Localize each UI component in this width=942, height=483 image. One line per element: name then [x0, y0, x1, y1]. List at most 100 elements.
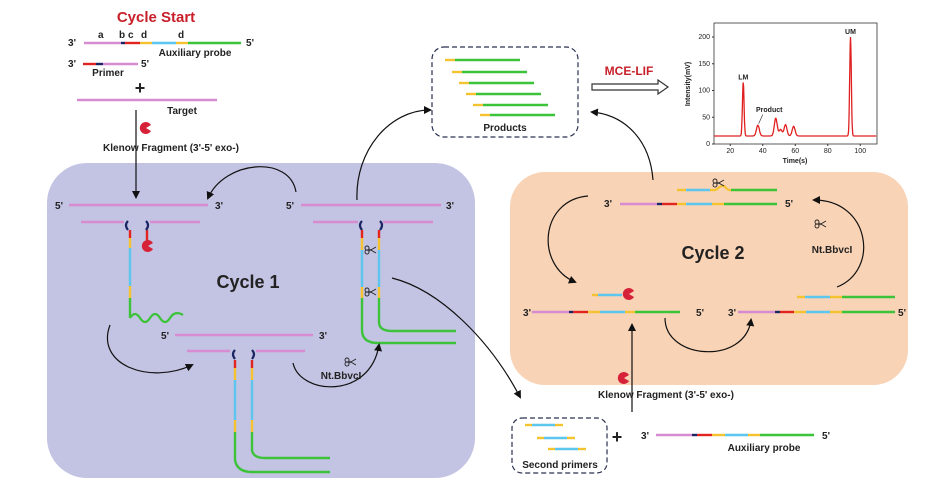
scissors-blade — [368, 246, 377, 254]
reaction-arrows — [107, 78, 865, 412]
three-prime-label: 3' — [215, 201, 223, 212]
products-label: Products — [483, 123, 527, 134]
detection-arrow — [591, 78, 670, 96]
arrow-cycle2-left — [547, 195, 589, 284]
strand-end-labels: 3'5'3'5'5'3'5'3'5'3'3'5'3'5'3'5'3'5' — [55, 38, 906, 442]
peak-label: Product — [756, 107, 783, 114]
arrow-cycle2-bottom — [664, 317, 755, 353]
hairpin-hook — [358, 220, 363, 231]
five-prime-label: 5' — [161, 331, 169, 342]
x-tick-label: 20 — [726, 148, 734, 155]
target-label: Target — [167, 106, 197, 117]
arrow-cycle1-top — [206, 166, 297, 200]
products-box — [431, 46, 579, 138]
scissors-icon — [364, 287, 377, 297]
electropherogram-chart: 20 40 60 80 100 0 50 100 150 200 Time(s) Intensit… — [685, 22, 878, 165]
five-prime-label: 5' — [822, 431, 830, 442]
y-tick-label: 50 — [702, 114, 710, 121]
three-prime-label: 3' — [641, 431, 649, 442]
klenow-enzyme-icon — [141, 240, 153, 252]
scissors-icon — [344, 357, 357, 367]
cycle2-enzyme-label: Nt.BbvcI — [812, 245, 853, 256]
chart-xlabel: Time(s) — [783, 158, 808, 165]
arrow-cycle1-nick — [292, 343, 382, 388]
y-tick-label: 150 — [698, 61, 710, 68]
arrow-cycle2-right — [812, 196, 865, 288]
cycle-start-title: Cycle Start — [117, 9, 195, 26]
aux-probe-label-2: Auxiliary probe — [728, 443, 801, 454]
arrow-to-second-primers — [391, 277, 521, 399]
x-tick-label: 80 — [824, 148, 832, 155]
five-prime-label: 5' — [785, 199, 793, 210]
y-tick-label: 0 — [706, 141, 710, 148]
x-tick-label: 60 — [791, 148, 799, 155]
scissors-icon — [712, 178, 725, 188]
five-prime-label: 5' — [141, 59, 149, 70]
chart-trace — [714, 36, 877, 137]
hairpin-hook — [145, 220, 150, 231]
five-prime-label: 5' — [898, 308, 906, 319]
klenow-enzyme-icon — [622, 288, 634, 300]
dna-strands — [69, 41, 895, 474]
klenow-label-start: Klenow Fragment (3'-5' exo-) — [103, 143, 239, 154]
y-tick-label: 100 — [698, 88, 710, 95]
second-primers-label: Second primers — [522, 460, 598, 471]
hairpin-hook — [124, 220, 129, 231]
primer-label: Primer — [92, 68, 124, 79]
segment-label-a: a — [98, 30, 104, 41]
hairpin-hook — [231, 349, 236, 360]
scissors-handle — [364, 249, 370, 255]
aux-probe-label: Auxiliary probe — [159, 48, 232, 59]
x-tick-label: 100 — [854, 148, 866, 155]
scissors-blade — [368, 288, 377, 296]
five-prime-label: 5' — [286, 201, 294, 212]
chart-ylabel: Intensity(mV) — [685, 62, 692, 106]
three-prime-label: 3' — [523, 308, 531, 319]
segment-label-d: d — [141, 30, 147, 41]
five-prime-label: 5' — [55, 201, 63, 212]
arrow-cycle2-to-products — [590, 108, 654, 181]
chart-peak-labels: LM Product UM — [738, 29, 856, 124]
product-strand-green — [360, 305, 456, 345]
scissors-icon — [814, 219, 827, 229]
second-primers-box — [511, 417, 608, 474]
three-prime-label: 3' — [319, 331, 327, 342]
product-strand-green — [377, 305, 456, 333]
chart-ticks: 20 40 60 80 100 0 50 100 150 200 — [698, 34, 866, 155]
product-strand-green — [233, 432, 330, 474]
scissors-blade — [818, 220, 827, 228]
three-prime-label: 3' — [446, 201, 454, 212]
segment-label-c: c — [128, 30, 134, 41]
scissors-handle — [344, 361, 350, 367]
plus-sign-2: + — [612, 427, 623, 447]
nicked-flap — [715, 184, 777, 192]
plus-sign: + — [135, 78, 146, 98]
five-prime-label: 5' — [246, 38, 254, 49]
scissors-handle — [364, 291, 370, 297]
x-tick-label: 40 — [759, 148, 767, 155]
segment-label-d2: d — [178, 30, 184, 41]
three-prime-label: 3' — [604, 199, 612, 210]
product-pointer — [758, 114, 764, 124]
hairpin-hook — [379, 220, 384, 231]
cycle1-panel — [47, 163, 475, 478]
peak-label: UM — [845, 29, 856, 36]
cycle1-title: Cycle 1 — [216, 272, 279, 292]
cycle2-panel — [510, 172, 908, 385]
product-strand-green — [250, 432, 330, 460]
y-tick-label: 200 — [698, 34, 710, 41]
scissors-handle — [814, 223, 820, 229]
three-prime-label: 3' — [728, 308, 736, 319]
cycle2-title: Cycle 2 — [681, 243, 744, 263]
cycle1-enzyme-label: Nt.BbvcI — [321, 371, 362, 382]
segment-label-b: b — [119, 30, 125, 41]
three-prime-label: 3' — [68, 59, 76, 70]
peak-label: LM — [738, 74, 748, 81]
scissors-handle — [712, 182, 718, 188]
scissors-icon — [364, 245, 377, 255]
klenow-enzyme-icon — [139, 122, 151, 134]
five-prime-label: 5' — [696, 308, 704, 319]
scissors-blade — [348, 358, 357, 366]
arrow-cycle1-left — [107, 324, 194, 374]
